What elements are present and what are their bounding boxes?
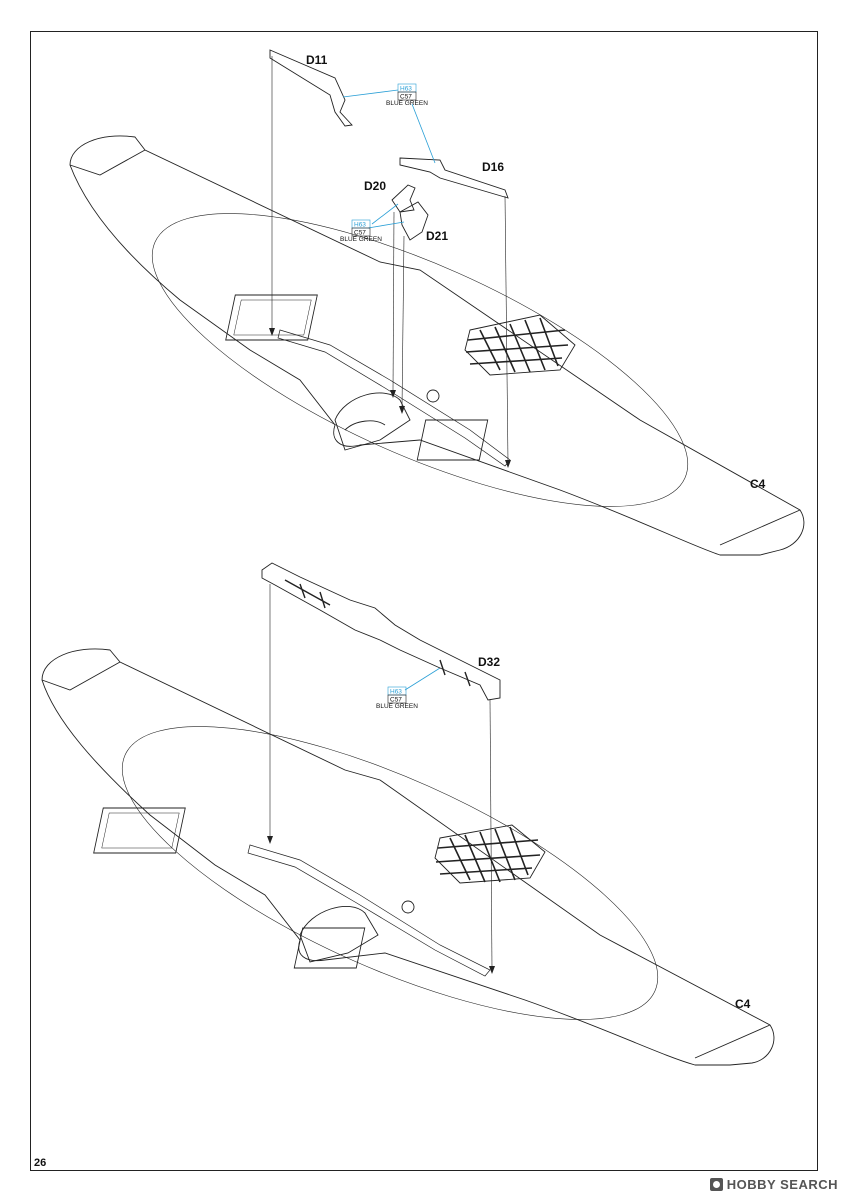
paint-code-c57: C57	[400, 94, 412, 101]
paint-callout-3: H63 C57 BLUE GREEN	[376, 686, 418, 710]
wing-bottom	[41, 648, 775, 1066]
label-d11: D11	[306, 53, 328, 67]
watermark-text: HOBBY SEARCH	[726, 1177, 838, 1192]
page-number: 26	[34, 1157, 47, 1169]
paint-callout-2: H63 C57 BLUE GREEN	[340, 219, 382, 243]
paint-code-h63: H63	[400, 86, 412, 93]
label-d20: D20	[364, 179, 386, 193]
paint-callout-1: H63 C57 BLUE GREEN	[386, 83, 428, 107]
label-c4-bottom: C4	[735, 997, 751, 1011]
label-d32: D32	[478, 655, 500, 669]
part-d16	[399, 157, 509, 199]
paint-code-h63: H63	[390, 689, 402, 696]
paint-name: BLUE GREEN	[386, 100, 428, 107]
part-d32	[261, 562, 501, 701]
paint-code-c57: C57	[354, 230, 366, 237]
paint-code-h63: H63	[354, 222, 366, 229]
paint-code-c57: C57	[390, 697, 402, 704]
label-d21: D21	[426, 229, 448, 243]
hobby-search-logo-icon	[709, 1178, 723, 1191]
paint-name: BLUE GREEN	[376, 703, 418, 710]
part-d21	[399, 201, 429, 241]
page-frame	[30, 31, 818, 1171]
part-d20	[391, 184, 416, 213]
part-d11	[269, 49, 353, 127]
label-d16: D16	[482, 160, 504, 174]
watermark: HOBBY SEARCH	[709, 1177, 838, 1192]
paint-name: BLUE GREEN	[340, 236, 382, 243]
wing-top	[69, 135, 805, 556]
label-c4-top: C4	[750, 477, 766, 491]
